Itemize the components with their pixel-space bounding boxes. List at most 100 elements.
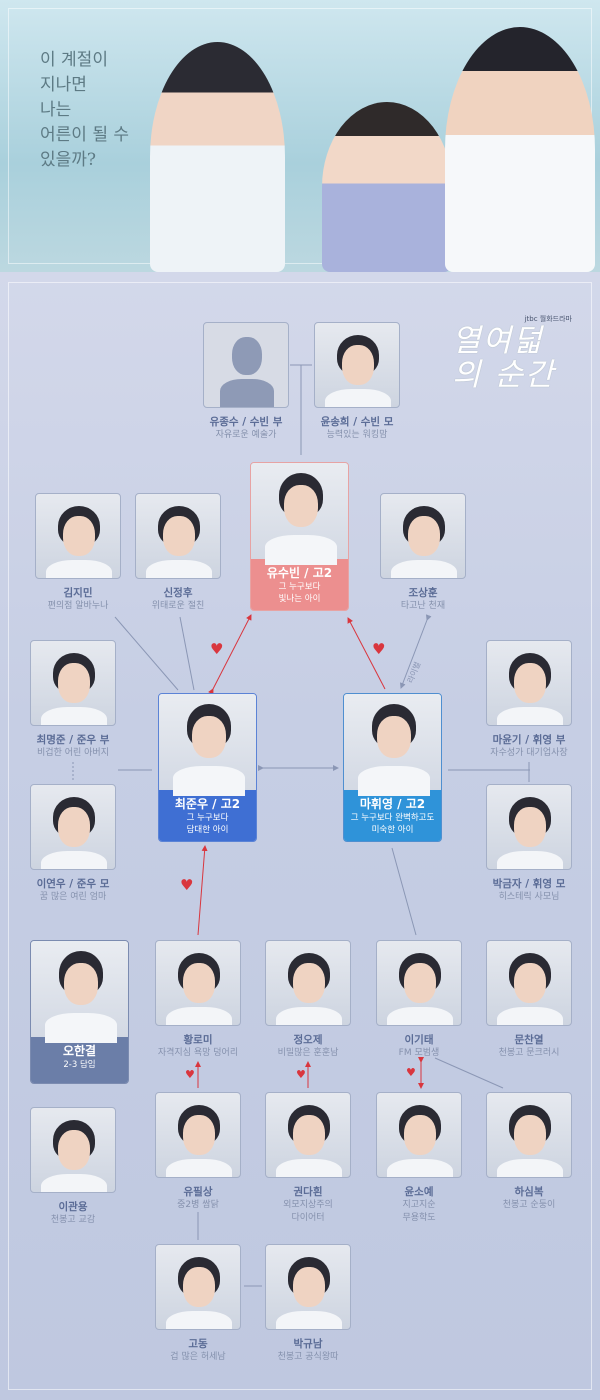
character-photo bbox=[251, 463, 348, 565]
character-card-gitae: 이기태 FM 모범생 bbox=[376, 940, 462, 1060]
line-jeonghu-junwoo bbox=[179, 616, 195, 691]
drama-title: 열여덟의 순간 bbox=[452, 323, 556, 393]
character-name: 박금자 / 휘영 모 bbox=[492, 878, 566, 890]
character-description: 비밀많은 훈훈남 bbox=[277, 1048, 339, 1058]
heart-icon: ♥ bbox=[406, 1066, 416, 1079]
character-photo bbox=[30, 784, 116, 870]
character-card-songhee: 윤송희 / 수빈 모 능력있는 워킹맘 bbox=[314, 322, 400, 442]
character-card-jimin: 김지민 편의점 알바누나 bbox=[35, 493, 121, 613]
character-name: 최명준 / 준우 부 bbox=[36, 734, 110, 746]
character-label: 최준우 / 고2 그 누구보다 담대한 아이 bbox=[159, 790, 256, 841]
character-card-romi: 황로미 자격지심 욕망 덩어리 bbox=[155, 940, 241, 1060]
character-photo bbox=[35, 493, 121, 579]
main-character-card-teacher: 오한결 2-3 담임 bbox=[30, 940, 129, 1084]
network-label: jtbc 월화드라마 bbox=[524, 315, 572, 323]
character-photo bbox=[159, 694, 256, 796]
character-card-jongsu: 유종수 / 수빈 부 자유로운 예술가 bbox=[203, 322, 289, 442]
character-description: 그 누구보다 빛나는 아이 bbox=[278, 582, 321, 604]
character-photo bbox=[380, 493, 466, 579]
character-photo bbox=[486, 640, 572, 726]
character-photo bbox=[135, 493, 221, 579]
character-description: 천봉고 공식왕따 bbox=[277, 1352, 339, 1362]
poster-actor-right bbox=[445, 27, 595, 272]
character-photo bbox=[30, 640, 116, 726]
character-description: 꿈 많은 여린 엄마 bbox=[39, 892, 107, 902]
character-photo bbox=[265, 940, 351, 1026]
character-description: 비겁한 어린 아버지 bbox=[37, 748, 109, 758]
character-label: 유수빈 / 고2 그 누구보다 빛나는 아이 bbox=[251, 559, 348, 610]
character-description: 외모지상주의 다이어터 bbox=[283, 1200, 333, 1223]
character-description: 2-3 담임 bbox=[63, 1060, 96, 1070]
character-photo bbox=[31, 941, 128, 1043]
character-description: 그 누구보다 완벽하고도 미숙한 아이 bbox=[350, 813, 435, 835]
main-character-card-suvin: 유수빈 / 고2 그 누구보다 빛나는 아이 bbox=[250, 462, 349, 611]
character-name: 유수빈 / 고2 bbox=[266, 566, 333, 580]
character-name: 김지민 bbox=[63, 587, 93, 599]
character-name: 윤송희 / 수빈 모 bbox=[320, 416, 394, 428]
character-label: 마휘영 / 고2 그 누구보다 완벽하고도 미숙한 아이 bbox=[344, 790, 441, 841]
poster-tagline: 이 계절이 지나면 나는 어른이 될 수 있을까? bbox=[40, 50, 130, 170]
character-card-gyunam: 박규남 천봉고 공식왕따 bbox=[265, 1244, 351, 1364]
drama-logo: jtbc 월화드라마 열여덟의 순간 bbox=[452, 314, 572, 392]
character-name: 윤소예 bbox=[404, 1186, 434, 1198]
character-name: 마휘영 / 고2 bbox=[359, 797, 426, 811]
heart-icon: ♥ bbox=[296, 1068, 306, 1081]
character-name: 황로미 bbox=[183, 1034, 213, 1046]
love-romi-junwoo bbox=[197, 845, 208, 936]
character-name: 신정후 bbox=[163, 587, 193, 599]
heart-icon: ♥ bbox=[185, 1068, 195, 1081]
poster-banner: 이 계절이 지나면 나는 어른이 될 수 있을까? bbox=[0, 0, 600, 272]
character-card-oje: 정오제 비밀많은 훈훈남 bbox=[265, 940, 351, 1060]
character-photo bbox=[265, 1092, 351, 1178]
character-photo bbox=[30, 1107, 116, 1193]
character-photo bbox=[486, 940, 572, 1026]
character-description: 천봉고 문크러시 bbox=[498, 1048, 560, 1058]
character-photo bbox=[344, 694, 441, 796]
love-hwiyoung-suvin bbox=[347, 617, 386, 690]
character-name: 이기태 bbox=[404, 1034, 434, 1046]
line-gitae-simbok bbox=[434, 1057, 504, 1089]
character-name: 오한결 bbox=[62, 1044, 97, 1058]
character-photo bbox=[486, 1092, 572, 1178]
character-description: 히스테릭 사모님 bbox=[498, 892, 560, 902]
character-photo bbox=[155, 940, 241, 1026]
character-description: 자수성가 대기업사장 bbox=[490, 748, 568, 758]
character-card-godong: 고동 겁 많은 허세남 bbox=[155, 1244, 241, 1364]
character-name: 유필상 bbox=[183, 1186, 213, 1198]
character-name: 권다흰 bbox=[293, 1186, 323, 1198]
character-photo bbox=[314, 322, 400, 408]
character-description: FM 모범생 bbox=[398, 1048, 440, 1058]
character-card-sanghun: 조상훈 타고난 천재 bbox=[380, 493, 466, 613]
character-card-gwanyong: 이관용 천봉고 교감 bbox=[30, 1107, 116, 1227]
character-description: 겁 많은 허세남 bbox=[170, 1352, 226, 1362]
character-description: 천봉고 순둥이 bbox=[502, 1200, 556, 1210]
character-card-dahwin: 권다흰 외모지상주의 다이어터 bbox=[265, 1092, 351, 1225]
main-character-card-hwiyoung: 마휘영 / 고2 그 누구보다 완벽하고도 미숙한 아이 bbox=[343, 693, 442, 842]
character-card-soye: 윤소예 지고지순 무용학도 bbox=[376, 1092, 462, 1225]
line-rival bbox=[399, 614, 432, 689]
character-name: 조상훈 bbox=[408, 587, 438, 599]
panel-frame bbox=[8, 282, 592, 1390]
character-name: 고동 bbox=[188, 1338, 208, 1350]
character-photo bbox=[376, 940, 462, 1026]
character-description: 편의점 알바누나 bbox=[47, 601, 109, 611]
poster-actor-left bbox=[150, 42, 285, 272]
character-description: 타고난 천재 bbox=[400, 601, 446, 611]
character-card-myeongjun: 최명준 / 준우 부 비겁한 어린 아버지 bbox=[30, 640, 116, 760]
character-photo bbox=[265, 1244, 351, 1330]
character-name: 이연우 / 준우 모 bbox=[36, 878, 110, 890]
character-name: 박규남 bbox=[293, 1338, 323, 1350]
heart-icon: ♥ bbox=[180, 876, 194, 894]
character-description: 그 누구보다 담대한 아이 bbox=[186, 813, 229, 835]
character-name: 하심복 bbox=[514, 1186, 544, 1198]
character-description: 자유로운 예술가 bbox=[215, 430, 277, 440]
character-description: 지고지순 무용학도 bbox=[402, 1200, 436, 1223]
character-name: 정오제 bbox=[293, 1034, 323, 1046]
character-photo bbox=[486, 784, 572, 870]
character-name: 문찬열 bbox=[514, 1034, 544, 1046]
character-photo bbox=[203, 322, 289, 408]
character-description: 중2병 쌈닭 bbox=[177, 1200, 219, 1210]
heart-icon: ♥ bbox=[372, 640, 386, 658]
character-name: 이관용 bbox=[58, 1201, 88, 1213]
